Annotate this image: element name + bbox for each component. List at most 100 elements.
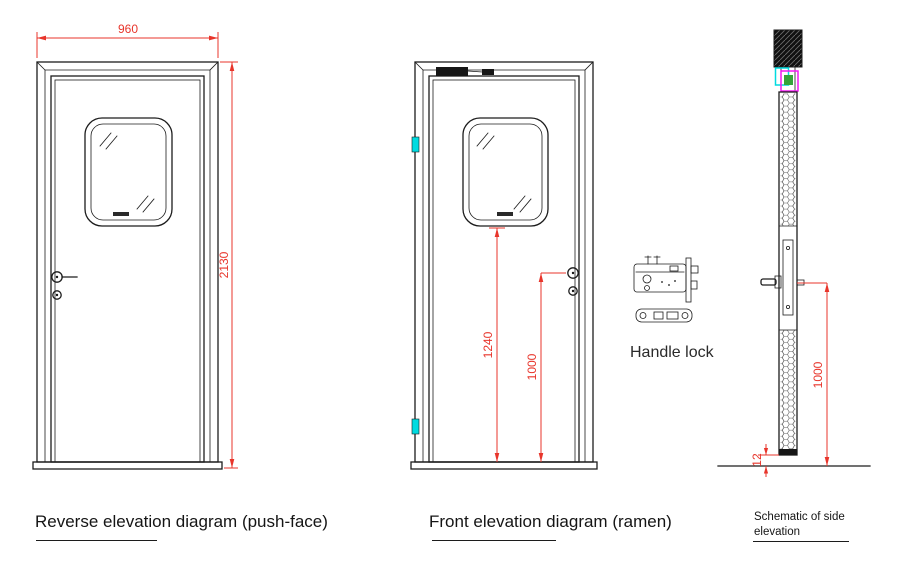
dead-bolt	[690, 280, 698, 290]
arrow-right	[209, 35, 218, 41]
cylinder-hole	[644, 285, 650, 291]
rivet-dot	[661, 281, 663, 283]
arrow-down	[763, 448, 769, 455]
arrow-top	[229, 62, 235, 71]
caption-reverse: Reverse elevation diagram (push-face)	[35, 512, 328, 531]
handle-height-label: 1000	[525, 353, 539, 380]
frame-miter-lines	[414, 61, 594, 71]
arrow-left	[37, 35, 46, 41]
handle-lock-label: Handle lock	[630, 344, 714, 361]
door-frame-outer	[414, 61, 594, 463]
arrow-bottom	[229, 459, 235, 468]
hinge-marker-bottom	[411, 418, 420, 435]
glass-reflection-marks	[99, 132, 155, 213]
screw-top	[786, 245, 791, 250]
door-leaf-inner	[432, 79, 576, 463]
reverse-door: 960 2130	[32, 22, 238, 470]
height-dimension: 2130	[217, 61, 238, 469]
caption-front: Front elevation diagram (ramen)	[429, 512, 672, 531]
screw-hole-right	[681, 312, 689, 319]
cylinder-dot	[571, 289, 575, 293]
wall-section	[773, 29, 803, 68]
door-frame-inner	[422, 69, 586, 463]
closer-arm	[467, 70, 483, 73]
handle-lock-drawing	[633, 255, 699, 323]
bolt-cutout	[666, 311, 679, 320]
door-frame-inner	[44, 69, 211, 463]
front-door: 1240 1000	[410, 61, 598, 470]
door-leaf	[50, 75, 205, 463]
bottom-gap-dimension: 12	[750, 444, 779, 477]
handle-height-dimension: 1000	[525, 272, 566, 462]
core-divider-lines	[778, 225, 798, 331]
side-elevation: 12 1000	[717, 29, 871, 477]
arrow-bottom	[494, 453, 500, 462]
window-height-label: 1240	[481, 331, 495, 358]
arrow-bottom	[538, 453, 544, 462]
extension-lines	[220, 61, 238, 469]
spindle-hole	[642, 274, 652, 284]
strike-plate	[635, 308, 693, 323]
window-height-dimension: 1240	[481, 227, 505, 462]
lock-case-plate	[782, 239, 794, 316]
handle-bar-left	[760, 278, 777, 286]
door-frame-outer	[36, 61, 219, 463]
rivet-dot	[668, 284, 670, 286]
handle-spindle-dot	[55, 275, 59, 279]
caption-side-underline	[753, 541, 849, 542]
window-logo-mark	[497, 212, 513, 216]
arrow-up	[763, 466, 769, 474]
closer-bracket	[482, 69, 494, 75]
door-closer	[436, 67, 494, 76]
width-dimension-label: 960	[118, 22, 138, 36]
extension-lines	[36, 32, 219, 58]
handle-rose	[567, 267, 579, 279]
closer-body	[436, 67, 468, 76]
arrow-top	[824, 283, 830, 292]
side-handle-height-label: 1000	[811, 361, 825, 388]
frame-miter-lines	[36, 61, 219, 71]
door-threshold	[32, 461, 223, 470]
frame-marker-green	[784, 75, 793, 85]
lock-cylinder	[568, 286, 578, 296]
door-threshold	[410, 461, 598, 470]
door-window	[462, 117, 549, 227]
side-handle-height-dimension: 1000	[797, 282, 830, 466]
latch-cutout	[653, 311, 664, 320]
handle-spindle-dot	[571, 271, 575, 275]
screw-bottom	[786, 304, 791, 309]
door-leaf	[428, 75, 580, 463]
lock-faceplate	[685, 257, 692, 303]
case-detail	[669, 265, 679, 272]
arrow-top	[494, 228, 500, 237]
hinge-marker-top	[411, 136, 420, 153]
honeycomb-core-bottom	[780, 330, 796, 449]
arrow-bottom	[824, 457, 830, 466]
screw-hole-left	[639, 312, 647, 319]
lock-case-side	[782, 239, 794, 316]
arrow-top	[538, 273, 544, 282]
lock-cylinder	[52, 290, 62, 300]
door-bottom-seal	[779, 449, 797, 455]
caption-side-line2: elevation	[754, 525, 801, 538]
handle-stem	[774, 275, 782, 289]
door-leaf-inner	[54, 79, 201, 463]
cylinder-dot	[55, 293, 59, 297]
window-logo-mark	[113, 212, 129, 216]
caption-side: Schematic of side elevation	[754, 510, 864, 540]
rivet-dot	[674, 280, 676, 282]
plate-outline	[635, 308, 693, 323]
window-inner	[90, 123, 167, 221]
window-outer	[84, 117, 173, 227]
caption-side-line1: Schematic of side	[754, 511, 845, 523]
door-window	[84, 117, 173, 227]
height-dimension-label: 2130	[217, 251, 231, 278]
frame-marker-magenta	[780, 70, 799, 92]
width-dimension: 960	[36, 22, 219, 58]
honeycomb-core-top	[780, 93, 796, 226]
window-outer	[462, 117, 549, 227]
bottom-gap-label: 12	[750, 453, 764, 467]
caption-front-underline	[432, 540, 556, 541]
spindle-posts	[644, 255, 661, 265]
